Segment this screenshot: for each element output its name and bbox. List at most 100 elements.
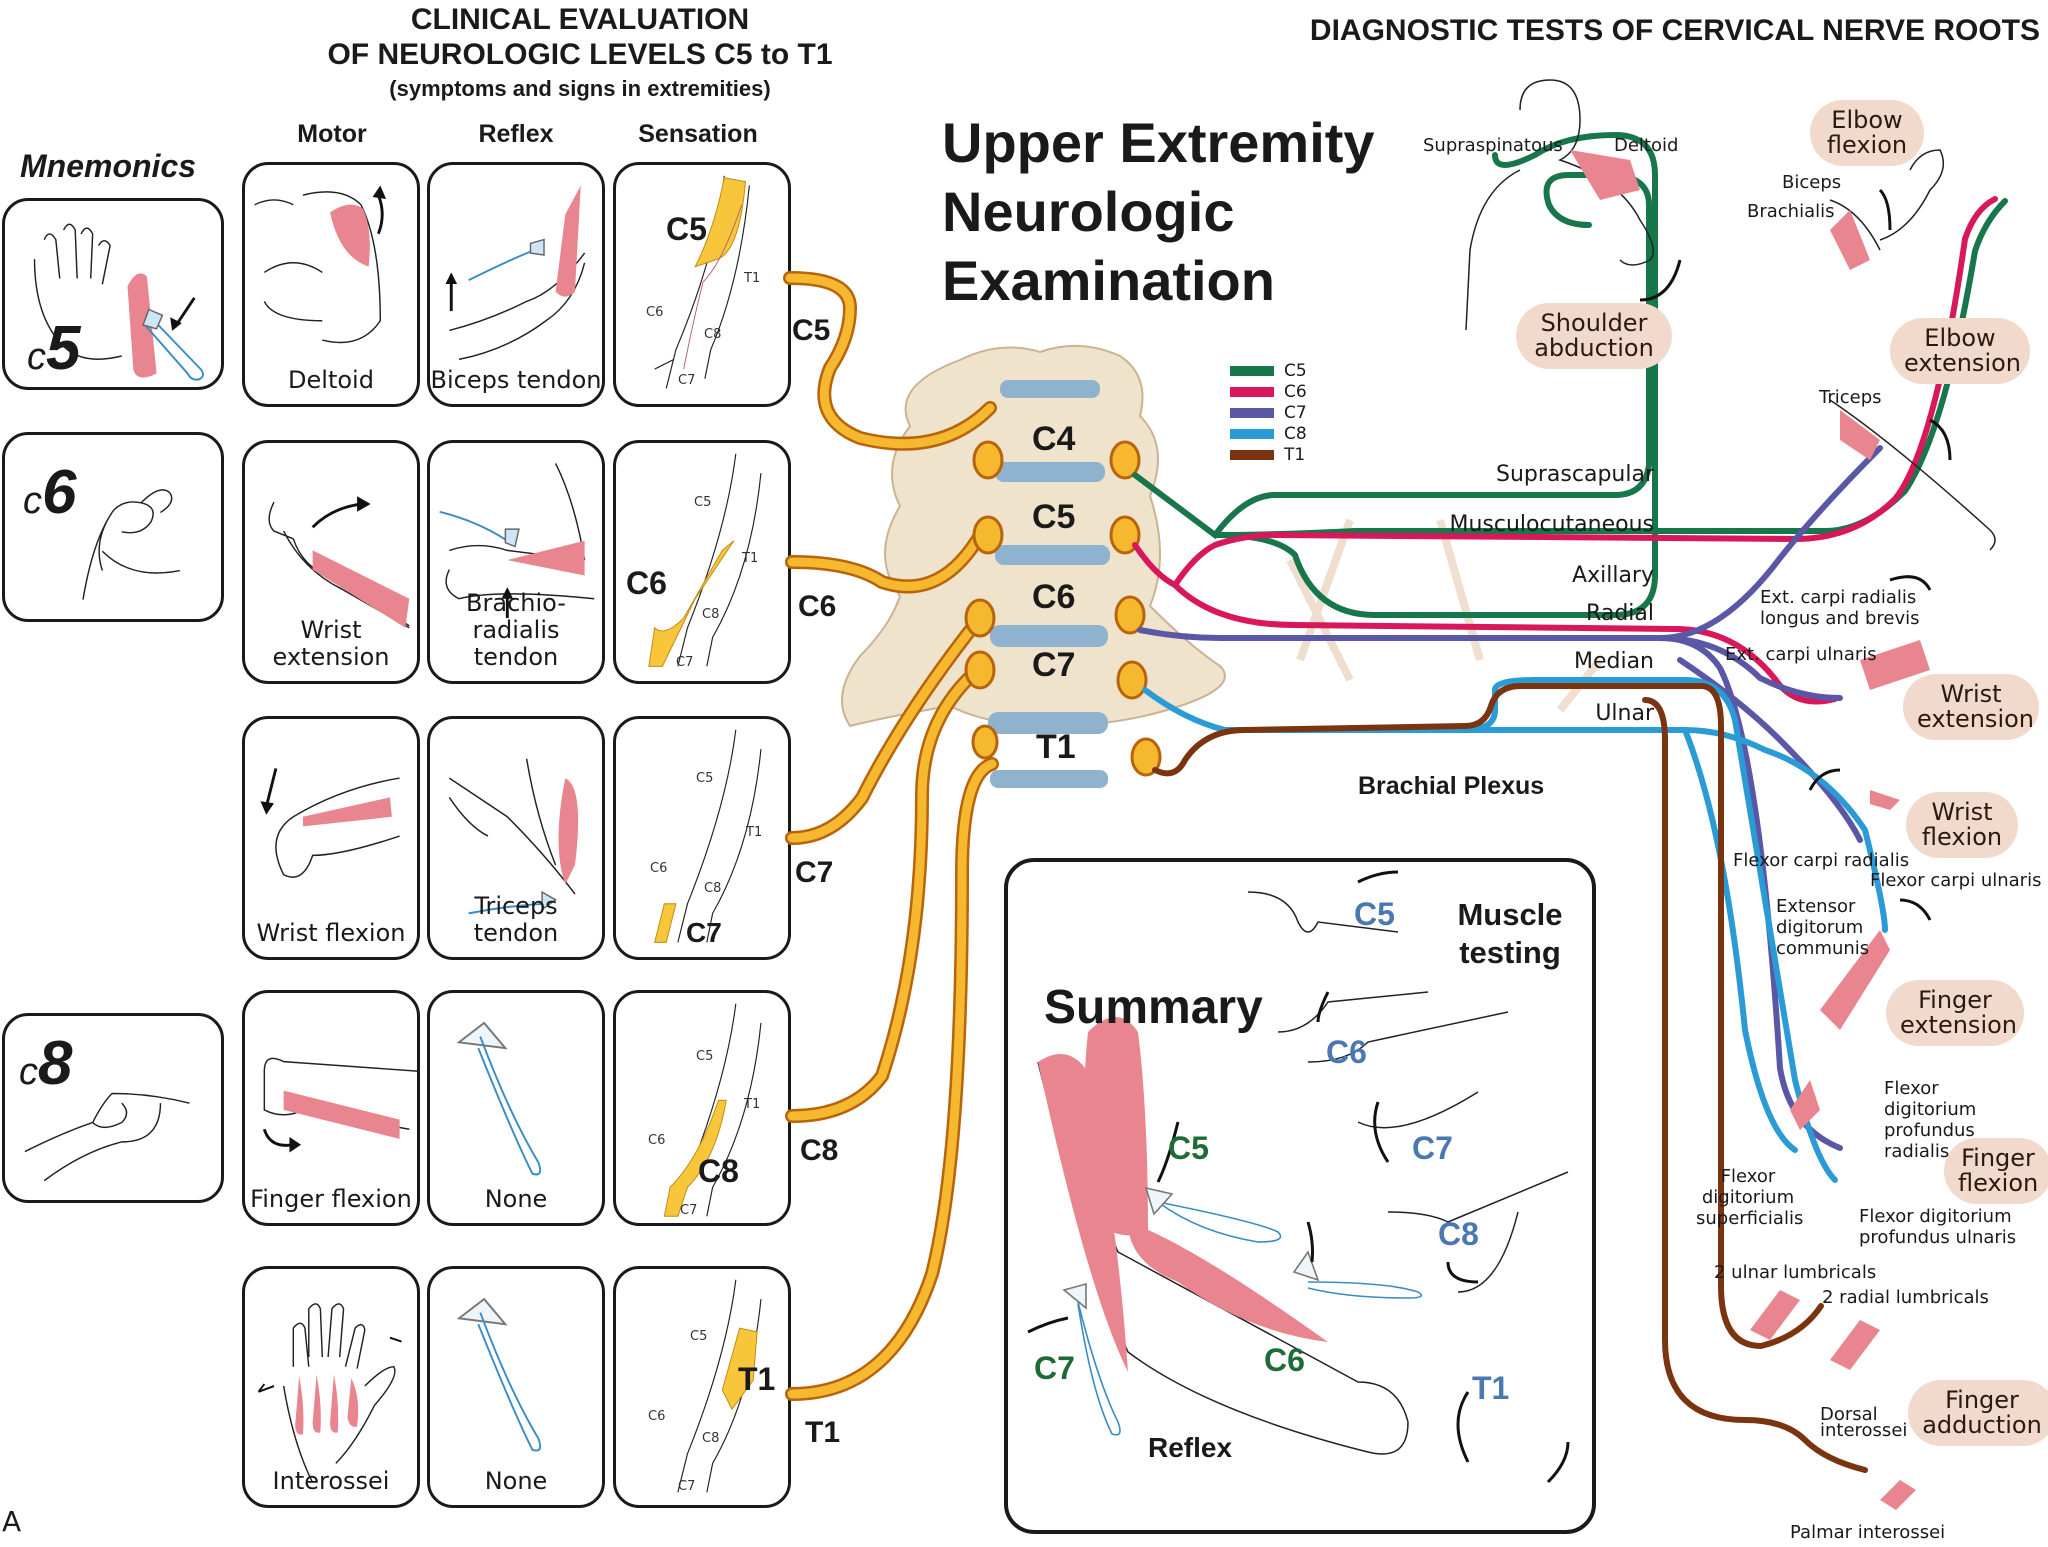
left-title-line1: CLINICAL EVALUATION bbox=[410, 3, 750, 36]
muscle-level-c8: C8 bbox=[1438, 1216, 1479, 1252]
sensation-level-c5: C5 bbox=[666, 211, 707, 247]
disc-c7 bbox=[990, 625, 1108, 647]
deltoid-illustration bbox=[254, 185, 387, 344]
sensation-level-c8: C8 bbox=[698, 1153, 739, 1189]
sensation-card-c8: C8 C5 T1 C6 C7 bbox=[613, 990, 791, 1226]
brachial-plexus-label: Brachial Plexus bbox=[1358, 772, 1545, 800]
disc-c5 bbox=[995, 462, 1105, 482]
muscle-ecu: Ext. carpi ulnaris bbox=[1725, 644, 1877, 665]
derm-label-c5: C5 bbox=[696, 1049, 714, 1064]
muscle-edc: Extensor digitorum communis bbox=[1776, 896, 1870, 959]
column-header-motor: Motor bbox=[297, 120, 367, 148]
motor-caption-c8: Finger flexion bbox=[250, 1185, 412, 1213]
motor-card-t1: Interossei bbox=[242, 1266, 420, 1508]
nerve-c7-ecu bbox=[1657, 635, 1843, 701]
derm-label-c7: C7 bbox=[678, 1479, 696, 1494]
motor-card-c7: Wrist flexion bbox=[242, 716, 420, 960]
muscle-fdp-radialis: Flexor digitorium profundus radialis bbox=[1884, 1078, 1977, 1162]
reflex-caption-c7: Triceps tendon bbox=[473, 892, 559, 947]
nerve-label-median: Median bbox=[1573, 649, 1654, 674]
motor-card-c8: Finger flexion bbox=[242, 990, 420, 1226]
wrist-extension-illustration bbox=[268, 496, 410, 629]
muscle-fdp-ulnaris: Flexor digitorium profundus ulnaris bbox=[1859, 1206, 2017, 1248]
derm-label-c7: C7 bbox=[676, 655, 694, 670]
reflex-level-c7: C7 bbox=[1034, 1350, 1075, 1386]
derm-label-c8: C8 bbox=[702, 1431, 720, 1446]
nerve-c6-main bbox=[1132, 196, 1998, 589]
derm-label-c5: C5 bbox=[696, 771, 714, 786]
reflex-card-t1: None bbox=[427, 1266, 605, 1508]
muscle-level-c7: C7 bbox=[1412, 1130, 1453, 1166]
derm-label-c6: C6 bbox=[648, 1133, 666, 1148]
test-elbow-flexion: Elbow flexion bbox=[1810, 100, 1924, 166]
mnemonic-c8-illustration bbox=[24, 1092, 190, 1182]
legend-item-c6: C6 bbox=[1230, 381, 1307, 402]
summary-illustration bbox=[1027, 870, 1570, 1484]
vertebra-c7: C7 bbox=[1032, 646, 1076, 684]
motor-caption-c5: Deltoid bbox=[288, 366, 374, 394]
motor-caption-c7: Wrist flexion bbox=[256, 919, 406, 947]
dermatome-c6-illustration bbox=[648, 453, 762, 667]
biceps-reflex-illustration bbox=[445, 185, 586, 361]
reflex-level-c6: C6 bbox=[1264, 1342, 1305, 1378]
sensation-level-c7: C7 bbox=[686, 917, 722, 948]
nerve-label-suprascapular: Suprascapular bbox=[1496, 462, 1654, 487]
motor-card-c6: Wrist extension bbox=[242, 440, 420, 684]
dermatome-t1-illustration bbox=[677, 1279, 762, 1493]
brachioradialis-reflex-illustration bbox=[439, 463, 595, 619]
mnemonic-card-c6: c6 bbox=[2, 432, 224, 622]
derm-label-c6: C6 bbox=[648, 1409, 666, 1424]
nerve-t1 bbox=[1152, 683, 1824, 1350]
disc-c6 bbox=[995, 545, 1110, 565]
reflex-card-c6: Brachio-radialis tendon bbox=[427, 440, 605, 684]
derm-label-t1: T1 bbox=[744, 271, 761, 286]
muscle-fcu: Flexor carpi ulnaris bbox=[1870, 870, 2042, 891]
muscle-palmar-interossei: Palmar interossei bbox=[1790, 1522, 1946, 1543]
summary-muscle-testing: Muscle testing bbox=[1457, 897, 1563, 970]
legend-item-c8: C8 bbox=[1230, 423, 1307, 444]
reflex-caption-t1: None bbox=[484, 1467, 548, 1495]
motor-caption-c6: Wrist extension bbox=[272, 616, 390, 671]
disc-t2 bbox=[990, 770, 1108, 788]
legend-swatch-c6 bbox=[1230, 386, 1274, 397]
sensation-card-c7: C7 C5 T1 C6 C8 bbox=[613, 716, 791, 960]
sensation-card-t1: T1 C5 C6 C8 C7 bbox=[613, 1266, 791, 1508]
mnemonic-c8-label: c8 bbox=[19, 1029, 73, 1098]
muscle-deltoid: Deltoid bbox=[1614, 135, 1679, 156]
main-title-line3: Examination bbox=[942, 249, 1275, 312]
derm-label-c8: C8 bbox=[702, 607, 720, 622]
disc-c4 bbox=[1000, 380, 1100, 398]
vertebra-c6: C6 bbox=[1032, 578, 1076, 616]
nerve-c8-branch bbox=[1682, 727, 1798, 1153]
test-finger-extension: Finger extension bbox=[1886, 980, 2024, 1046]
reflex-caption-c8: None bbox=[484, 1185, 548, 1213]
right-illustrations bbox=[1465, 79, 1996, 1510]
legend-swatch-c5 bbox=[1230, 365, 1274, 376]
test-wrist-extension: Wrist extension bbox=[1903, 674, 2039, 740]
root-label-c7: C7 bbox=[795, 856, 834, 889]
reflex-level-c5: C5 bbox=[1168, 1130, 1209, 1166]
test-finger-flexion: Finger flexion bbox=[1944, 1138, 2048, 1204]
test-shoulder-abduction: Shoulder abduction bbox=[1516, 303, 1672, 369]
legend-item-c5: C5 bbox=[1230, 360, 1307, 381]
sensation-card-c6: C6 C5 T1 C8 C7 bbox=[613, 440, 791, 684]
muscle-biceps: Biceps bbox=[1782, 172, 1842, 193]
reflex-hammer-icon bbox=[456, 1021, 542, 1176]
muscle-radial-lumbricals: 2 radial lumbricals bbox=[1822, 1287, 1989, 1308]
legend-item-t1: T1 bbox=[1230, 444, 1307, 465]
nerve-t1-lower bbox=[1642, 697, 1868, 1473]
muscle-fds: Flexor digitorium superficialis bbox=[1696, 1166, 1804, 1229]
muscle-triceps: Triceps bbox=[1819, 387, 1882, 408]
nerve-c5-axillary bbox=[1212, 131, 1658, 618]
nerve-c6-radial bbox=[1172, 582, 1838, 705]
reflex-hammer-icon bbox=[456, 1297, 542, 1452]
derm-label-c5: C5 bbox=[694, 495, 712, 510]
figure-label: A bbox=[2, 1505, 22, 1538]
summary-reflex-label: Reflex bbox=[1148, 1432, 1233, 1463]
derm-label-t1: T1 bbox=[746, 825, 763, 840]
derm-label-c7: C7 bbox=[680, 1203, 698, 1218]
legend-swatch-c7 bbox=[1230, 407, 1274, 418]
motor-card-c5: Deltoid bbox=[242, 162, 420, 407]
main-title-line1: Upper Extremity bbox=[942, 111, 1375, 174]
